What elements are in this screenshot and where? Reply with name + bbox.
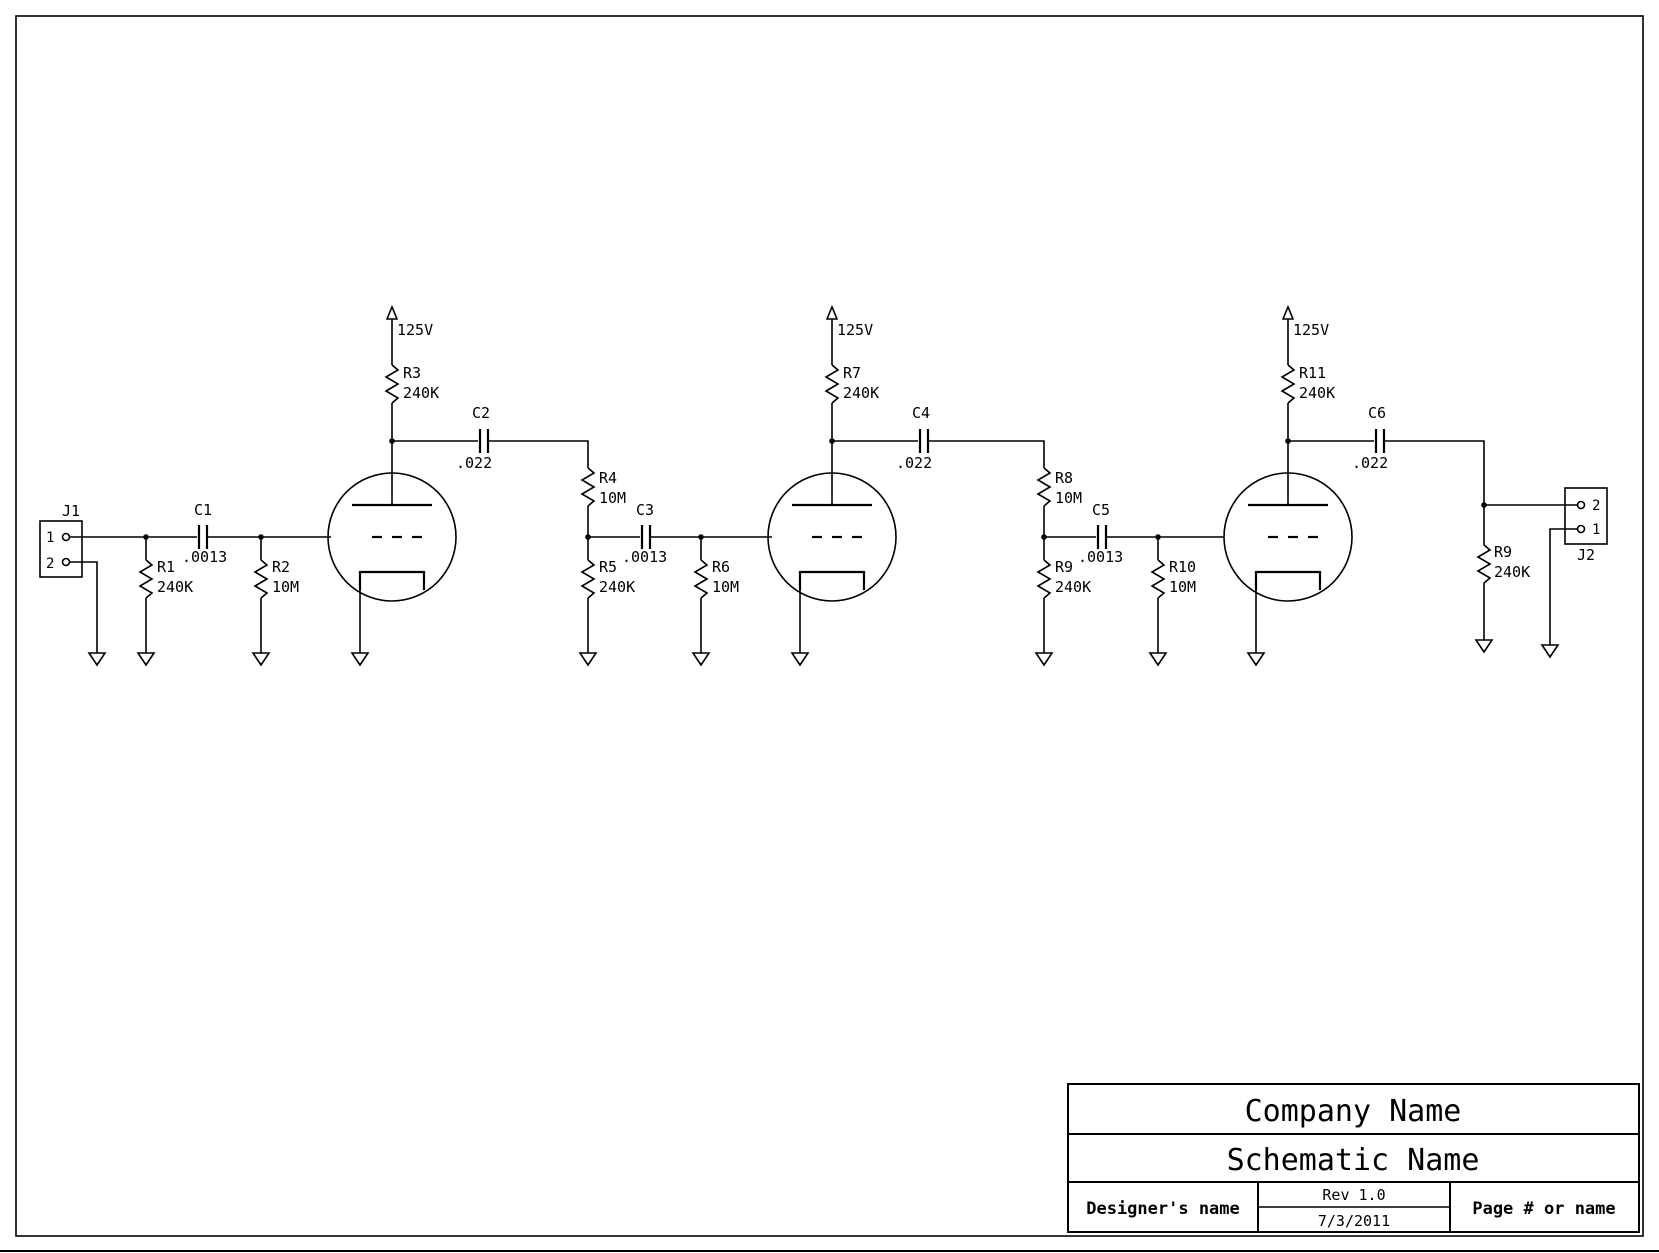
r1-value: 240K — [157, 578, 193, 596]
ground-symbol — [579, 644, 597, 666]
r5-ref: R5 — [599, 558, 617, 576]
supply-label: 125V — [1293, 321, 1329, 339]
c3-value: .0013 — [622, 548, 667, 566]
c4-value: .022 — [896, 454, 932, 472]
r9-ref: R9 — [1055, 558, 1073, 576]
r4-ref: R4 — [599, 469, 617, 487]
r1-ref: R1 — [157, 558, 175, 576]
c2-ref: C2 — [472, 404, 490, 422]
r5-value: 240K — [599, 578, 635, 596]
supply-arrow — [386, 306, 398, 320]
r7-ref: R7 — [843, 364, 861, 382]
supply-arrow — [826, 306, 838, 320]
r11-ref: R11 — [1299, 364, 1326, 382]
schematic-name: Schematic Name — [1227, 1143, 1480, 1178]
ground-symbol — [137, 644, 155, 666]
r3-value: 240K — [403, 384, 439, 402]
company-name: Company Name — [1245, 1094, 1462, 1129]
c5-value: .0013 — [1078, 548, 1123, 566]
c6-value: .022 — [1352, 454, 1388, 472]
c4-ref: C4 — [912, 404, 930, 422]
output-res-value: 240K — [1494, 563, 1530, 581]
j1-ref: J1 — [62, 502, 80, 520]
designer-name: Designer's name — [1086, 1199, 1240, 1219]
page-name: Page # or name — [1472, 1199, 1615, 1219]
c3-ref: C3 — [636, 501, 654, 519]
c1-value: .0013 — [182, 548, 227, 566]
sheet-border — [15, 15, 1644, 1237]
r6-ref: R6 — [712, 558, 730, 576]
ground-symbol — [88, 644, 106, 666]
output-res-ref: R9 — [1494, 543, 1512, 561]
supply-label: 125V — [397, 321, 433, 339]
r2-ref: R2 — [272, 558, 290, 576]
c1-ref: C1 — [194, 501, 212, 519]
c2-value: .022 — [456, 454, 492, 472]
r7-value: 240K — [843, 384, 879, 402]
r4-value: 10M — [599, 489, 626, 507]
connector-j2: 2 1 J2 — [1564, 487, 1608, 564]
r10-value: 10M — [1169, 578, 1196, 596]
supply-arrow — [1282, 306, 1294, 320]
c6-ref: C6 — [1368, 404, 1386, 422]
r8-ref: R8 — [1055, 469, 1073, 487]
date: 7/3/2011 — [1318, 1212, 1390, 1230]
ground-symbol — [252, 644, 270, 666]
c5-ref: C5 — [1092, 501, 1110, 519]
j1-pin-2: 2 — [46, 556, 54, 572]
j1-pin-1: 1 — [46, 530, 54, 546]
stage-3: R8 10M R9 240K C5 .0013 R10 10M — [1035, 306, 1485, 666]
r3-ref: R3 — [403, 364, 421, 382]
r11-value: 240K — [1299, 384, 1335, 402]
title-block: Company Name Schematic Name Designer's n… — [1067, 1083, 1640, 1233]
r2-value: 10M — [272, 578, 299, 596]
ground-symbol — [351, 644, 369, 666]
revision: Rev 1.0 — [1322, 1186, 1385, 1204]
output-section: R9 240K 2 1 J2 — [1475, 487, 1608, 658]
r10-ref: R10 — [1169, 558, 1196, 576]
r8-value: 10M — [1055, 489, 1082, 507]
ground-symbol — [791, 644, 809, 666]
stage-2: R4 10M R5 240K C3 .0013 R6 10M — [579, 306, 1045, 666]
ground-symbol — [1035, 644, 1053, 666]
ground-symbol — [1149, 644, 1167, 666]
j2-pin-2: 2 — [1592, 498, 1600, 514]
r9-value: 240K — [1055, 578, 1091, 596]
connector-j1: J1 1 2 — [39, 502, 83, 578]
j2-ref: J2 — [1577, 546, 1595, 564]
stage-1: R1 240K C1 .0013 R2 10M 125V — [70, 306, 589, 666]
j2-pin-1: 1 — [1592, 522, 1600, 538]
ground-symbol — [1541, 636, 1559, 658]
ground-symbol — [692, 644, 710, 666]
ground-symbol — [1247, 644, 1265, 666]
r6-value: 10M — [712, 578, 739, 596]
supply-label: 125V — [837, 321, 873, 339]
ground-symbol — [1475, 631, 1493, 653]
